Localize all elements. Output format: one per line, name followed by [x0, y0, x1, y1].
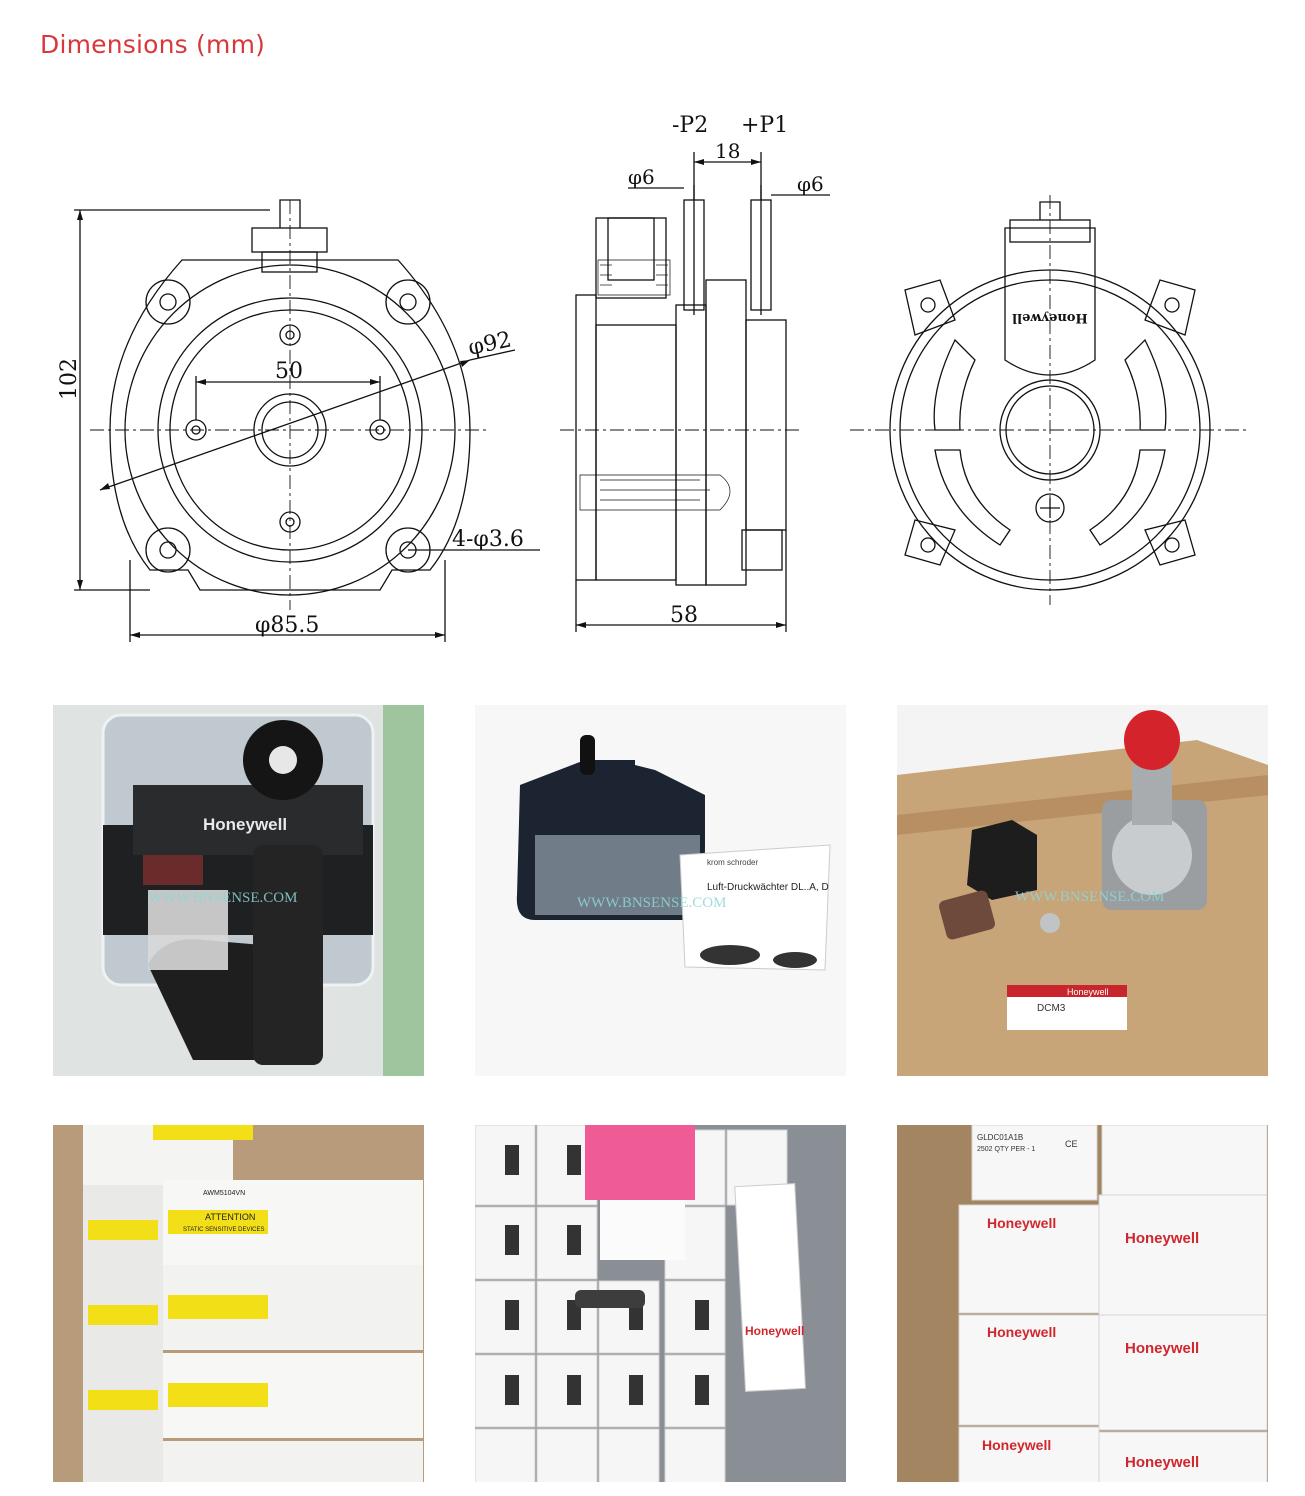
- product-photo-kromschroder: krom schroder Luft-Druckwächter DL..A, D…: [475, 705, 846, 1076]
- photo3-box-brand: Honeywell: [1067, 987, 1109, 997]
- photo4-model: AWM5104VN: [203, 1190, 245, 1197]
- product-photo-honeywell-clear-cover: Honeywell WWW.BNSENSE.COM: [53, 705, 424, 1076]
- photo4-attention-sub: STATIC SENSITIVE DEVICES: [183, 1227, 264, 1233]
- dimension-drawing: 102 50 φ92 4-φ3.6 φ85.5 -P2 +P1 18 φ6 φ6…: [57, 113, 1250, 642]
- photo5-brand-text: Honeywell: [745, 1324, 804, 1338]
- back-brand-label: Honeywell: [1012, 310, 1088, 325]
- photo1-brand-text: Honeywell: [203, 815, 287, 834]
- depth-label: 58: [670, 603, 698, 628]
- photo2-watermark: WWW.BNSENSE.COM: [577, 895, 726, 911]
- port-spacing-label: 18: [715, 139, 740, 163]
- photo3-box-label: DCM3: [1037, 1003, 1066, 1014]
- photo1-watermark: WWW.BNSENSE.COM: [148, 890, 297, 906]
- port-left-diameter-label: φ6: [628, 165, 655, 189]
- photo6-brand-text-4: Honeywell: [1125, 1340, 1199, 1357]
- port-p2-label: -P2: [672, 113, 708, 138]
- photo6-brand-text-2: Honeywell: [1125, 1230, 1199, 1247]
- photo6-ce: CE: [1065, 1139, 1078, 1149]
- photo6-brand-text: Honeywell: [987, 1215, 1056, 1231]
- product-photo-gldc01a1b-boxes: GLDC01A1B 2502 QTY PER - 1 CE Honeywell …: [897, 1125, 1268, 1496]
- port-right-diameter-label: φ6: [797, 172, 824, 196]
- back-view: [850, 195, 1250, 605]
- height-dimension-label: 102: [57, 358, 82, 400]
- diameter-label: φ92: [466, 327, 514, 360]
- base-diameter-label: φ85.5: [255, 613, 319, 638]
- product-photo-awm5104vn-boxes: AWM5104VN ATTENTION STATIC SENSITIVE DEV…: [53, 1125, 424, 1496]
- side-view: [560, 152, 830, 632]
- photo6-brand-text-3: Honeywell: [987, 1324, 1056, 1340]
- photo6-brand-text-6: Honeywell: [1125, 1454, 1199, 1471]
- product-photo-honeywell-sensor-boxes: Honeywell: [475, 1125, 846, 1496]
- front-view: [74, 199, 540, 642]
- photo2-manual-brand: krom schroder: [707, 858, 758, 867]
- photo6-brand-text-5: Honeywell: [982, 1437, 1051, 1453]
- port-p1-label: +P1: [741, 113, 788, 138]
- holes-label: 4-φ3.6: [452, 527, 524, 552]
- photo6-qty: 2502 QTY PER - 1: [977, 1146, 1035, 1153]
- photo4-attention: ATTENTION: [205, 1212, 255, 1222]
- photo3-watermark: WWW.BNSENSE.COM: [1015, 889, 1164, 905]
- page-title: Dimensions (mm): [40, 30, 266, 59]
- bolt-spacing-label: 50: [275, 359, 303, 384]
- photo6-model: GLDC01A1B: [977, 1133, 1023, 1142]
- photo2-manual-title: Luft-Druckwächter DL..A, D: [707, 882, 829, 893]
- product-photo-red-cap-switch: Honeywell DCM3 WWW.BNSENSE.COM: [897, 705, 1268, 1076]
